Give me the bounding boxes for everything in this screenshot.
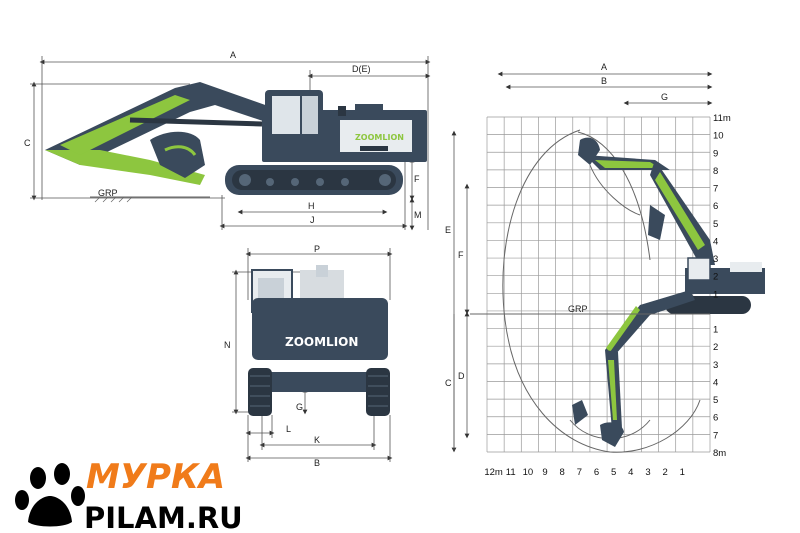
- y-tick-label: 1: [713, 289, 718, 300]
- range-dim-g: G: [661, 92, 668, 102]
- side-dim-c: C: [24, 138, 31, 148]
- x-tick-label: 5: [611, 467, 616, 478]
- y-tick-label: 4: [713, 236, 718, 247]
- x-tick-label: 9: [542, 467, 547, 478]
- y-tick-label: 1: [713, 325, 718, 336]
- front-dim-b: B: [314, 458, 320, 468]
- side-ground-label: GRP: [98, 188, 118, 198]
- front-brand: ZOOMLION: [285, 335, 358, 349]
- y-tick-label: 4: [713, 377, 718, 388]
- side-dim-a: A: [230, 50, 236, 60]
- x-tick-label: 11: [506, 467, 516, 478]
- range-dim-d: D: [458, 371, 465, 381]
- x-tick-label: 6: [594, 467, 599, 478]
- range-dim-e: E: [445, 225, 451, 235]
- front-dim-k: K: [314, 435, 320, 445]
- x-tick-label: 2: [662, 467, 667, 478]
- range-dim-a: A: [601, 62, 607, 72]
- y-tick-label: 3: [713, 360, 718, 371]
- front-dim-p: P: [314, 244, 320, 254]
- paw-icon: [15, 463, 85, 527]
- y-tick-label: 8: [713, 166, 718, 177]
- front-dim-g: G: [296, 402, 303, 412]
- y-tick-label: 6: [713, 413, 718, 424]
- y-tick-label: 11m: [713, 113, 731, 124]
- side-view: ZOOMLION A D(E) C F H J M GRP: [24, 50, 431, 231]
- side-dim-f: F: [414, 174, 420, 184]
- y-tick-label: 8m: [713, 448, 726, 459]
- x-tick-label: 12m: [484, 467, 503, 478]
- range-chart: GRP A B G E F C D 11m 10 9 8 7 6 5 4 3 2 1 1 2 3 4 5 6 7…: [445, 62, 765, 478]
- range-dim-c: C: [445, 378, 452, 388]
- range-dim-f: F: [458, 250, 464, 260]
- x-tick-label: 4: [628, 467, 633, 478]
- side-dim-h: H: [308, 201, 315, 211]
- y-axis-up-labels: 11m 10 9 8 7 6 5 4 3 2 1: [713, 113, 731, 300]
- range-dim-b: B: [601, 76, 607, 86]
- x-tick-label: 1: [680, 467, 685, 478]
- y-tick-label: 7: [713, 430, 718, 441]
- y-tick-label: 7: [713, 184, 718, 195]
- y-tick-label: 2: [713, 342, 718, 353]
- watermark-line2: PILAM.RU: [84, 501, 243, 533]
- side-dim-m: M: [414, 210, 422, 220]
- x-tick-label: 7: [577, 467, 582, 478]
- range-ground-label: GRP: [568, 304, 588, 314]
- front-dim-l: L: [286, 424, 291, 434]
- x-tick-label: 8: [560, 467, 565, 478]
- watermark-line1: МУРКА: [86, 457, 225, 497]
- front-dim-n: N: [224, 340, 231, 350]
- y-tick-label: 6: [713, 201, 718, 212]
- front-view: ZOOMLION P N G L K B: [224, 244, 393, 468]
- y-tick-label: 5: [713, 395, 718, 406]
- y-tick-label: 3: [713, 254, 718, 265]
- y-axis-down-labels: 1 2 3 4 5 6 7 8m: [713, 325, 726, 459]
- side-dim-de: D(E): [352, 64, 371, 74]
- y-tick-label: 10: [713, 131, 724, 142]
- x-tick-label: 10: [523, 467, 534, 478]
- side-dim-j: J: [310, 215, 315, 225]
- x-tick-label: 3: [645, 467, 650, 478]
- y-tick-label: 5: [713, 219, 718, 230]
- y-tick-label: 9: [713, 148, 718, 159]
- y-tick-label: 2: [713, 272, 718, 283]
- watermark: МУРКА PILAM.RU: [15, 457, 243, 533]
- side-brand: ZOOMLION: [355, 133, 404, 142]
